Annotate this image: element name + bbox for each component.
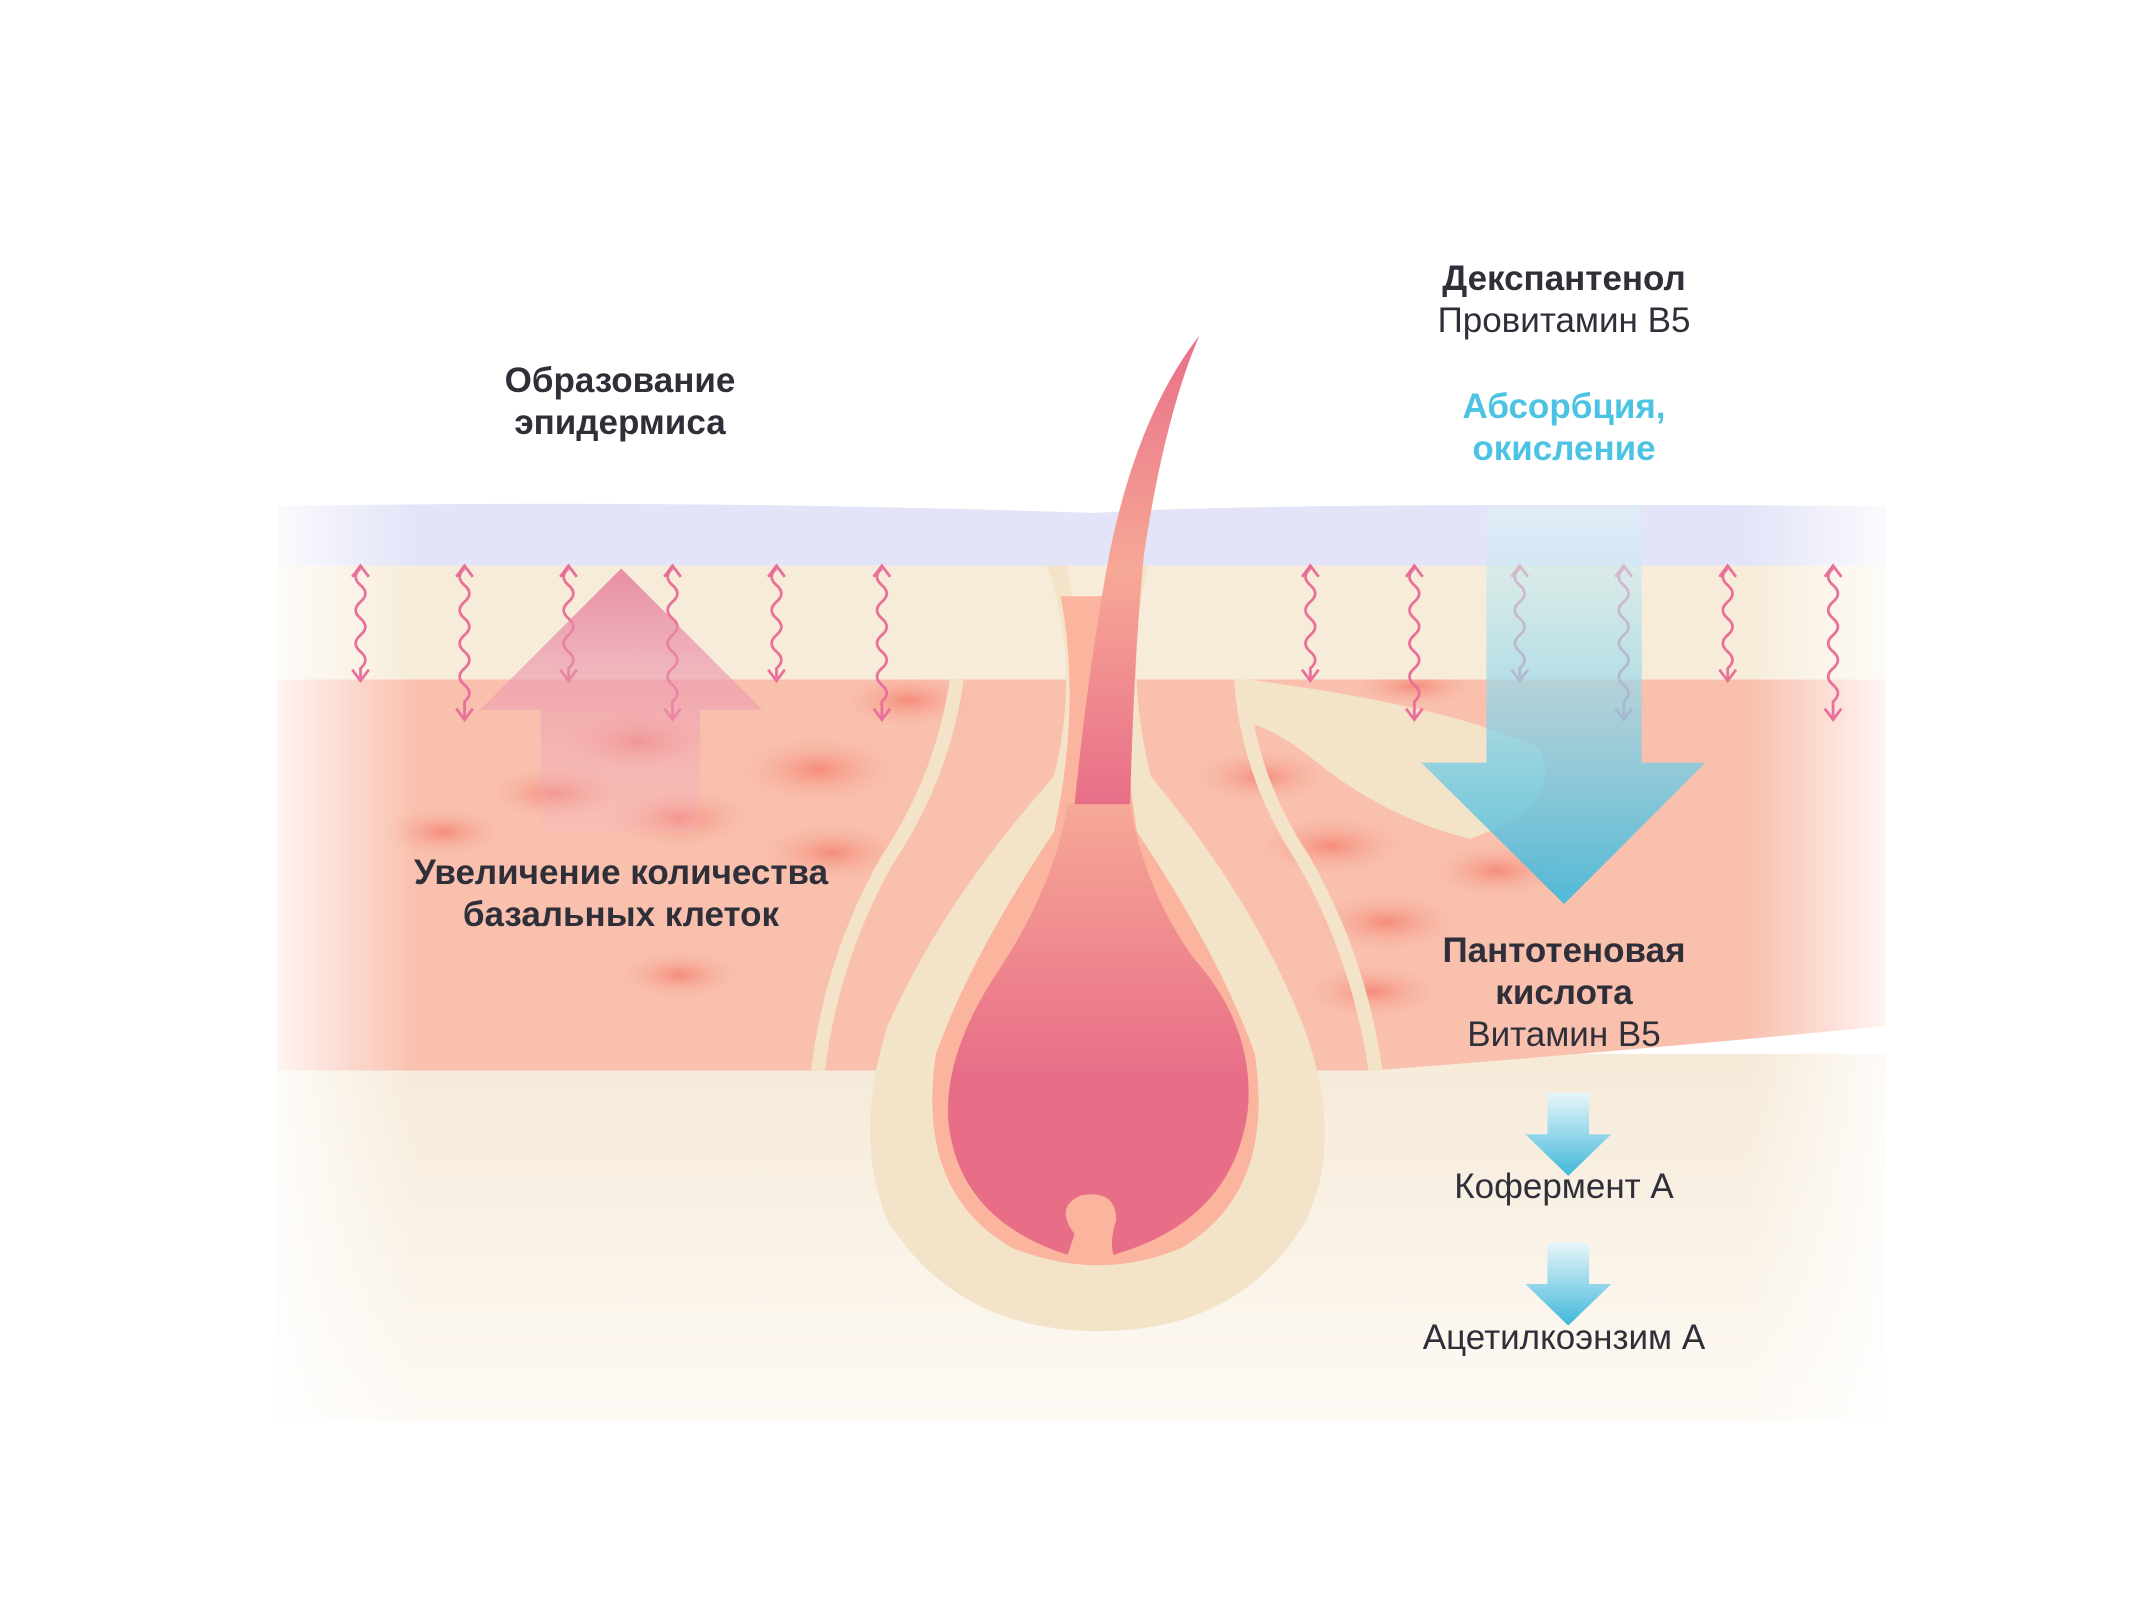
label-line: Пантотеновая xyxy=(1442,931,1686,970)
coenzyme-label: Кофермент А xyxy=(1454,1167,1674,1206)
small-arrow-2 xyxy=(1525,1242,1612,1326)
wavy-arrow xyxy=(1304,567,1317,680)
arrow-head-icon xyxy=(1823,563,1843,722)
arrow-head-icon xyxy=(767,563,786,684)
label-line: кислота xyxy=(1495,973,1633,1012)
arrow-head-icon xyxy=(872,563,892,722)
wavy-arrow xyxy=(1408,567,1421,719)
wavy-arrow xyxy=(1826,567,1840,719)
arrow-head-icon xyxy=(1404,563,1424,722)
arrow-head-icon xyxy=(1300,563,1320,684)
up-arrow xyxy=(479,568,763,832)
arrow-head-icon xyxy=(351,563,370,684)
label-line: окисление xyxy=(1472,429,1656,468)
wavy-arrow xyxy=(1721,567,1734,680)
wavy-arrow xyxy=(458,567,471,719)
label-line: эпидермиса xyxy=(514,403,726,442)
label-line: Образование xyxy=(504,361,736,400)
wavy-arrow xyxy=(354,567,367,680)
label-line: Увеличение количества xyxy=(413,853,829,892)
down-arrow xyxy=(1421,506,1706,905)
label-line: Абсорбция, xyxy=(1462,387,1666,426)
label-line: базальных клеток xyxy=(462,895,780,934)
label-line: Декспантенол xyxy=(1442,259,1686,298)
wavy-arrow xyxy=(875,567,889,719)
label-line: Провитамин B5 xyxy=(1437,301,1691,340)
label-line: Витамин B5 xyxy=(1467,1015,1661,1054)
wavy-arrow xyxy=(770,567,783,680)
arrow-head-icon xyxy=(1718,563,1738,684)
acetyl-coa-label: Ацетилкоэнзим А xyxy=(1422,1318,1706,1357)
absorption-label: Абсорбция,окисление xyxy=(1463,386,1666,470)
arrow-head-icon xyxy=(455,563,474,722)
